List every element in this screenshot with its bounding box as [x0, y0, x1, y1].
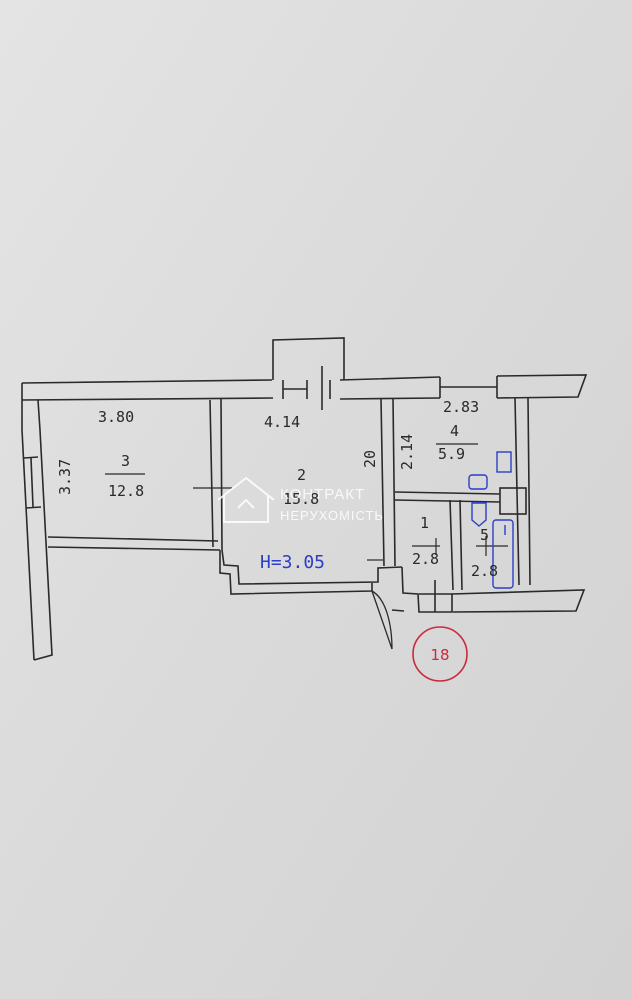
bathtub-fixture	[492, 519, 514, 589]
watermark-line1: КОНТРАКТ	[280, 486, 365, 503]
room2-depth-label: 20	[361, 450, 379, 468]
room2-width-label: 4.14	[264, 413, 300, 431]
room4-depth-label: 2.14	[398, 434, 416, 470]
bottom-wall	[401, 566, 586, 613]
room1-area: 2.8	[412, 550, 439, 568]
room3-width-label: 3.80	[98, 408, 134, 426]
ceiling-height-label: H=3.05	[260, 552, 325, 573]
fixtures	[468, 451, 514, 589]
room4-number: 4	[450, 422, 459, 440]
room2-bottom-wall-outer	[219, 550, 373, 595]
room2-number: 2	[297, 466, 306, 484]
room1-tick	[412, 538, 440, 555]
sink-fixture	[468, 474, 488, 490]
room4-bottom-wall	[394, 491, 501, 503]
room4-area: 5.9	[438, 445, 465, 463]
room2-area: 15.8	[283, 490, 319, 508]
room3-depth-label: 3.37	[56, 459, 74, 495]
room5-tick	[476, 536, 508, 556]
watermark-logo-icon	[217, 476, 275, 523]
left-window-mid	[30, 457, 34, 508]
room2-bottom-wall-inner	[221, 549, 403, 585]
window-2	[439, 376, 498, 398]
room4-width-label: 2.83	[443, 398, 479, 416]
ventilation-shaft	[499, 487, 527, 515]
watermark: КОНТРАКТ НЕРУХОМІСТЬ	[217, 476, 384, 523]
room5-number: 5	[480, 526, 489, 544]
room2-room4-partition	[380, 397, 396, 567]
room3-number: 3	[121, 452, 130, 470]
left-window	[23, 456, 42, 509]
room3-room2-partition	[209, 398, 223, 551]
room3-area: 12.8	[108, 482, 144, 500]
left-wall	[21, 383, 53, 661]
room5-area: 2.8	[471, 562, 498, 580]
room1-number: 1	[420, 514, 429, 532]
room3-bottom-wall	[47, 536, 221, 551]
entry-door-stop	[391, 609, 405, 612]
room1-room5-partition	[449, 499, 463, 591]
watermark-line2: НЕРУХОМІСТЬ	[280, 508, 384, 523]
walls	[21, 337, 588, 661]
top-wall-right	[496, 374, 588, 399]
apartment-number-stamp	[412, 626, 468, 682]
balcony-outline	[272, 337, 345, 380]
toilet-fixture	[471, 502, 487, 527]
stove-fixture	[496, 451, 512, 473]
entry-door-swing	[371, 590, 393, 650]
top-wall-mid	[339, 376, 441, 400]
right-wall	[514, 397, 531, 586]
watermark-logo-roof-icon	[237, 498, 255, 509]
apartment-number: 18	[430, 646, 449, 664]
top-wall-left	[21, 379, 274, 401]
